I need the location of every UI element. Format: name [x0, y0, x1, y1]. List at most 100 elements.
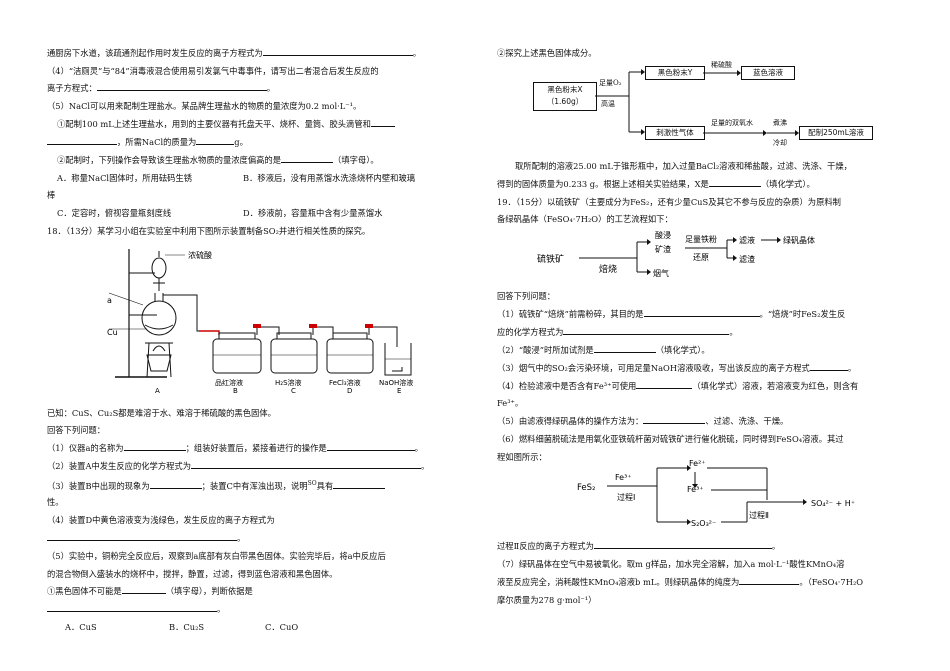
- text-line: （1）仪器a的名称为；组装好装置后，紧接着进行的操作是。: [47, 442, 423, 453]
- text-line: Fe³⁺。: [497, 398, 524, 408]
- label-E: E: [397, 387, 401, 393]
- option-c: C．定容时，俯视容量瓶刻度线: [57, 208, 172, 218]
- box-irritating-gas: 刺激性气体: [645, 126, 705, 140]
- text-line: 液至反应完全，消耗酸性KMnO₄溶液b mL。则绿矾晶体的纯度为。（FeSO₄·…: [497, 576, 864, 587]
- answer-blank[interactable]: [708, 178, 761, 187]
- text-line: （1）硫铁矿“焙烧”前需粉碎，其目的是。“焙烧”时FeS₂发生反: [497, 308, 846, 319]
- answer-blank[interactable]: [196, 136, 235, 145]
- label-o2: 足量O₂: [599, 79, 622, 87]
- box-250ml-solution: 配制250mL溶液: [799, 126, 873, 140]
- label-s2o3: S₂O₃²⁻: [691, 519, 716, 528]
- text-line: 的混合物倒入盛装水的烧杯中，搅拌，静置，过滤，得到蓝色溶液和黑色固体。: [47, 569, 338, 579]
- answer-blank[interactable]: [739, 576, 800, 585]
- box-blue-solution: 蓝色溶液: [741, 66, 795, 80]
- label-A: A: [155, 387, 160, 393]
- answer-blank[interactable]: [123, 442, 186, 451]
- box-black-powder-y: 黑色粉末Y: [645, 66, 705, 80]
- text-line: 回答下列问题：: [497, 291, 556, 301]
- text-line: （4）装置D中黄色溶液变为浅绿色，发生反应的离子方程式为: [47, 515, 275, 525]
- label-reduce: 还原: [693, 252, 709, 262]
- answer-blank[interactable]: [563, 326, 730, 335]
- answer-blank[interactable]: [643, 415, 706, 424]
- text-line: （5）NaCl可以用来配制生理盐水。某品牌生理盐水的物质的量浓度为0.2 mol…: [47, 101, 362, 111]
- choice-c: C．CuO: [265, 622, 299, 632]
- answer-blank[interactable]: [262, 47, 413, 56]
- text-line: 回答下列问题：: [47, 425, 106, 435]
- label-green-vitriol: 绿矾晶体: [783, 235, 815, 245]
- text-line: 性。: [47, 497, 64, 507]
- question-19-title: 19．（15分）以硫铁矿（主要成分为FeS₂，还有少量CuS及其它不参与反应的杂…: [497, 197, 841, 207]
- text-line: 棒: [47, 190, 56, 200]
- label-B: B: [233, 387, 238, 393]
- label-ore-step: 矿渣: [655, 244, 671, 254]
- answer-blank[interactable]: [643, 308, 760, 317]
- arrow: [703, 70, 741, 76]
- text-line: （3）烟气中的SO₂会污染环境，可用足量NaOH溶液吸收，写出该反应的离子方程式…: [497, 362, 857, 373]
- label-cu: Cu: [107, 328, 118, 337]
- text-line: ①黑色固体不可能是（填字母），判断依据是: [47, 585, 253, 596]
- label-a: a: [107, 296, 112, 305]
- label-D: D: [347, 387, 352, 393]
- answer-blank[interactable]: [47, 136, 117, 145]
- answer-blank[interactable]: [149, 480, 202, 489]
- answer-blank[interactable]: [121, 585, 166, 594]
- text-line: 备绿矾晶体（FeSO₄·7H₂O）的工艺流程如下：: [497, 214, 673, 224]
- label-b-solution: 品红溶液: [215, 378, 243, 387]
- text-line: （2）“酸浸”时所加试剂是（填化学式）。: [497, 344, 710, 355]
- label-filtrate: 滤液: [739, 235, 755, 245]
- label-process-1: 过程Ⅰ: [617, 492, 635, 502]
- text-line: 。: [47, 532, 245, 544]
- box-black-powder-x: 黑色粉末X（1.60g）: [533, 82, 597, 111]
- text-line: （7）绿矾晶体在空气中易被氧化。取m g样品，加水完全溶解，加入a mol·L⁻…: [497, 559, 845, 569]
- text-line: 应的化学方程式为。: [497, 326, 738, 337]
- text-line: 通厨房下水道，该疏通剂起作用时发生反应的离子方程式为。: [47, 47, 422, 58]
- choice-a: A．CuS: [65, 622, 97, 632]
- answer-blank[interactable]: [47, 603, 217, 612]
- label-fes2: FeS₂: [577, 483, 595, 493]
- apparatus-diagram: 浓硫酸 a Cu 品红溶液 H₂S溶液 FeCl₃溶液 NaOH溶液 A B C…: [107, 249, 413, 393]
- label-acid-leach: 酸浸: [655, 230, 671, 240]
- text-line: 摩尔质量为278 g·mol⁻¹）: [497, 595, 597, 605]
- text-line: ①配制100 mL上述生理盐水，用到的主要仪器有托盘天平、烧杯、量筒、胶头滴管和: [57, 118, 395, 130]
- text-line: （5）实验中，铜粉完全反应后，观察到a底部有灰白带黑色固体。实验完毕后，将a中反…: [47, 551, 386, 561]
- label-high-temp: 高温: [601, 100, 615, 108]
- label-iron-powder: 足量铁粉: [685, 234, 717, 244]
- answer-blank[interactable]: [96, 82, 267, 91]
- label-d-solution: FeCl₃溶液: [329, 378, 361, 387]
- label-fe2: Fe²⁺: [689, 460, 706, 468]
- text-line: 取所配制的溶液25.00 mL于锥形瓶中，加入过量BaCl₂溶液和稀盐酸，过滤、…: [515, 161, 852, 171]
- option-d: D．移液前，容量瓶中含有少量蒸馏水: [243, 208, 383, 218]
- answer-blank[interactable]: [47, 532, 237, 541]
- label-C: C: [291, 387, 296, 393]
- answer-blank[interactable]: [281, 154, 334, 163]
- answer-blank[interactable]: [593, 344, 656, 353]
- text-line: ②配制时，下列操作会导致该生理盐水物质的量浓度偏高的是（填字母）。: [57, 154, 379, 165]
- label-roast: 焙烧: [599, 263, 617, 275]
- text-line: ②探究上述黑色固体成分。: [497, 48, 597, 58]
- label-pyrite: 硫铁矿: [537, 253, 564, 265]
- label-cool: 冷却: [773, 139, 787, 147]
- flow-diagram-black-powder: 黑色粉末X（1.60g） 足量O₂ 高温 黑色粉末Y 稀硫酸 蓝色溶液 刺激性气…: [533, 61, 893, 152]
- label-c-solution: H₂S溶液: [275, 378, 302, 387]
- label-conc-sulfuric-acid: 浓硫酸: [188, 250, 212, 260]
- answer-blank[interactable]: [809, 362, 848, 371]
- arrow: [767, 130, 799, 136]
- answer-blank[interactable]: [326, 442, 415, 451]
- text-line: 得到的固体质量为0.233 g。根据上述相关实验结果，X是（填化学式）。: [497, 178, 815, 189]
- text-line: （3）装置B中出现的现象为；装置C中有浑浊出现，说明SO具有: [47, 478, 386, 492]
- answer-blank[interactable]: [370, 118, 395, 127]
- label-dilute-acid: 稀硫酸: [711, 61, 732, 69]
- text-line: 。: [47, 603, 225, 615]
- text-line: （2）装置A中发生反应的化学方程式为。: [47, 460, 430, 471]
- label-e-solution: NaOH溶液: [379, 378, 413, 387]
- label-residue: 滤渣: [739, 254, 755, 264]
- answer-blank[interactable]: [593, 540, 772, 549]
- text-line: 已知：CuS、Cu₂S都是难溶于水、难溶于稀硫酸的黑色固体。: [47, 408, 276, 418]
- label-fe3-out: Fe³⁺: [687, 485, 704, 494]
- answer-blank[interactable]: [191, 460, 422, 469]
- choice-b: B．Cu₂S: [169, 622, 205, 632]
- answer-blank[interactable]: [636, 380, 693, 389]
- text-line: （6）燃料细菌脱硫法是用氧化亚铁硫杆菌对硫铁矿进行催化脱硫，同时得到FeSO₄溶…: [497, 434, 844, 444]
- answer-blank[interactable]: [333, 480, 386, 489]
